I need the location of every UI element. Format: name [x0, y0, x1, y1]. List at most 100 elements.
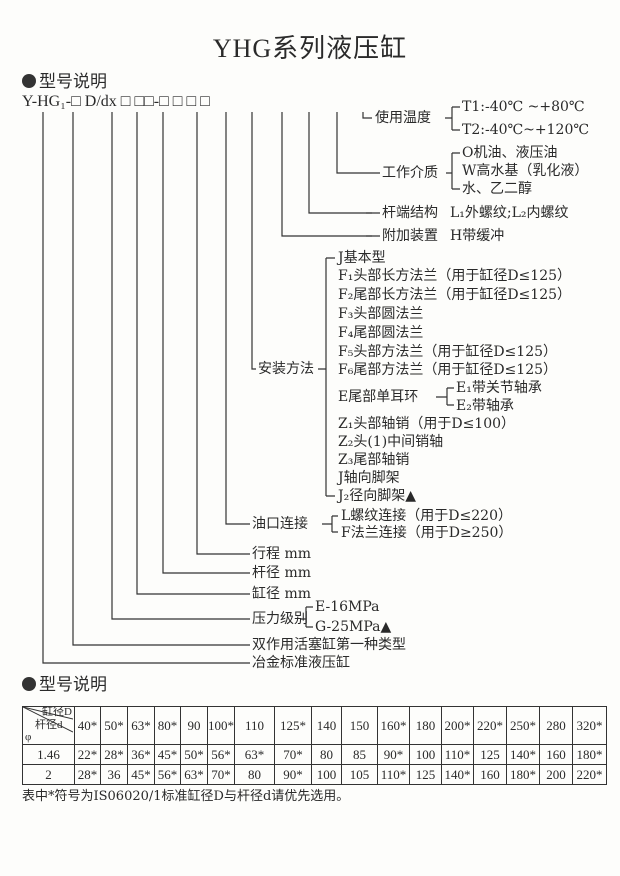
header-cell: 280 [539, 706, 573, 745]
bullet-icon [22, 677, 36, 691]
table-cell: 36 [100, 764, 128, 785]
table-cell: 140* [441, 764, 474, 785]
section-heading: 型号说明 [22, 72, 107, 92]
mounting-option: F₂尾部长方法兰（用于缸径D≤125） [338, 287, 572, 303]
section-title: 型号说明 [39, 675, 107, 695]
rod-end-value: L₁外螺纹;L₂内螺纹 [450, 205, 569, 221]
mounting-option: Z₁头部轴销（用于D≤100） [338, 416, 516, 432]
medium-option: O机油、液压油 [462, 145, 558, 161]
accessory-value: H带缓冲 [450, 228, 505, 244]
table-cell: 36* [127, 744, 155, 765]
phi-cell: 2 [22, 764, 75, 785]
mounting-option: Z₃尾部轴销 [338, 452, 410, 468]
corner-phi: φ [25, 731, 32, 743]
mounting-option: Z₂头(1)中间销轴 [338, 434, 444, 450]
mounting-option: J₂径向脚架▲ [338, 488, 416, 504]
table-cell: 105 [341, 764, 378, 785]
table-cell: 63* [234, 744, 275, 765]
header-cell: 200* [441, 706, 474, 745]
standard-label: 冶金标准液压缸 [252, 655, 350, 671]
mounting-option: F₆尾部方法兰（用于缸径D≤125） [338, 362, 558, 378]
header-cell: 100* [207, 706, 235, 745]
accessory-label: 附加装置 [382, 228, 438, 244]
table-cell: 56* [154, 764, 181, 785]
mounting-option: F₃头部圆法兰 [338, 306, 424, 322]
medium-label: 工作介质 [382, 165, 438, 181]
header-cell: 150 [341, 706, 378, 745]
port-option: L螺纹连接（用于D≤220） [341, 508, 512, 524]
mounting-option: F₄尾部圆法兰 [338, 325, 424, 341]
port-label: 油口连接 [252, 516, 308, 532]
table-cell: 28* [74, 764, 101, 785]
header-cell: 80* [154, 706, 181, 745]
table-cell: 80 [311, 744, 342, 765]
mounting-option: E尾部单耳环 [338, 389, 419, 405]
corner-bore: 缸径D [42, 707, 72, 718]
mounting-option: F₁头部长方法兰（用于缸径D≤125） [338, 268, 572, 284]
stroke-label: 行程 mm [252, 546, 312, 562]
temperature-option: T2:-40℃~+120℃ [462, 122, 590, 138]
header-cell: 140 [311, 706, 342, 745]
header-cell: 40* [74, 706, 101, 745]
table-cell: 63* [180, 764, 208, 785]
table-cell: 180* [506, 764, 540, 785]
diagonal-lines [23, 707, 73, 733]
medium-option: W高水基（乳化液） [462, 163, 589, 179]
header-cell: 110 [234, 706, 275, 745]
table-cell: 125 [473, 744, 507, 765]
table-cell: 45* [127, 764, 155, 785]
header-cell: 63* [127, 706, 155, 745]
header-cell: 50* [100, 706, 128, 745]
pressure-option: E-16MPa [315, 599, 380, 615]
header-cell: 125* [274, 706, 312, 745]
table-cell: 80 [234, 764, 275, 785]
table-cell: 110* [377, 764, 410, 785]
table-cell: 28* [100, 744, 128, 765]
header-cell: 180 [409, 706, 442, 745]
header-cell: 320* [572, 706, 607, 745]
table-cell: 90* [274, 764, 312, 785]
mounting-option: J基本型 [338, 250, 386, 266]
table-cell: 56* [207, 744, 235, 765]
table-cell: 140* [506, 744, 540, 765]
temperature-label: 使用温度 [375, 110, 431, 126]
mounting-option: F₅头部方法兰（用于缸径D≤125） [338, 344, 558, 360]
table-cell: 100 [409, 744, 442, 765]
table-cell: 85 [341, 744, 378, 765]
medium-option: 水、乙二醇 [462, 181, 532, 197]
pressure-option: G-25MPa▲ [315, 619, 392, 635]
ear-option: E₂带轴承 [456, 398, 514, 414]
mounting-label: 安装方法 [258, 361, 314, 377]
port-option: F法兰连接（用于D≥250） [341, 525, 513, 541]
header-cell: 160* [377, 706, 410, 745]
model-code: Y-HG₁-□ D/dx □ □□-□ □ □ □ [22, 93, 210, 110]
table-cell: 220* [572, 764, 607, 785]
table-cell: 180* [572, 744, 607, 765]
header-cell: 90 [180, 706, 208, 745]
connector-lines [42, 106, 460, 664]
rod-diameter-label: 杆径 mm [252, 565, 312, 581]
bullet-icon [22, 74, 36, 88]
table-cell: 70* [207, 764, 235, 785]
section-heading: 型号说明 [22, 675, 107, 695]
ear-option: E₁带关节轴承 [456, 380, 542, 396]
table-cell: 45* [154, 744, 181, 765]
corner-rod: 杆径d [35, 719, 63, 731]
table-cell: 100 [311, 764, 342, 785]
pressure-label: 压力级别 [252, 611, 308, 627]
table-note: 表中*符号为IS06020/1标准缸径D与杆径d请优先选用。 [22, 789, 350, 804]
table-cell: 22* [74, 744, 101, 765]
table-cell: 110* [441, 744, 474, 765]
table-cell: 160 [539, 744, 573, 765]
bore-label: 缸径 mm [252, 586, 312, 602]
type-label: 双作用活塞缸第一种类型 [252, 637, 406, 653]
table-cell: 125 [409, 764, 442, 785]
rod-end-label: 杆端结构 [382, 205, 438, 221]
table-cell: 160 [473, 764, 507, 785]
